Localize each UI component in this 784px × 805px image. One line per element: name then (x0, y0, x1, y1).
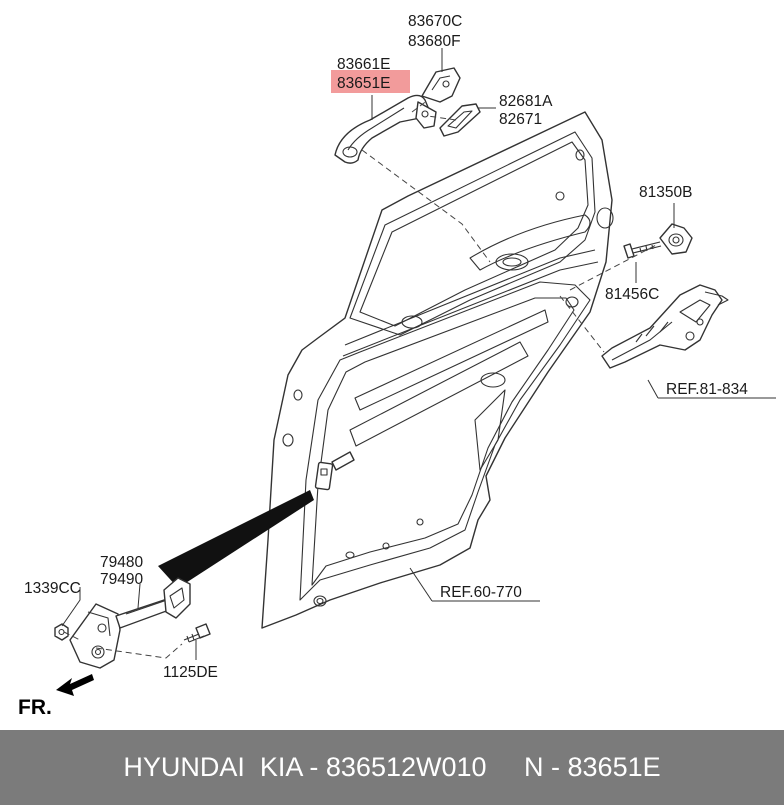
label-83661E: 83661E (337, 56, 390, 73)
rear-door-panel (261, 111, 614, 629)
striker-81350B (659, 223, 693, 255)
door-latch-assembly (601, 284, 729, 369)
assembly-dashed-lines (63, 99, 659, 659)
outside-handle-83651E (334, 94, 437, 164)
highlight-box-83651E (331, 70, 410, 93)
leader-lines (61, 48, 776, 660)
exploded-parts-diagram: 83670C 83680F 83661E 83651E 82681A 82671… (18, 13, 776, 719)
label-81456C: 81456C (605, 286, 659, 303)
handle-cap-83670C (421, 67, 461, 103)
handle-gasket-82681A (439, 103, 481, 137)
check-link-pointer-band (158, 490, 314, 588)
label-83670C: 83670C (408, 13, 462, 30)
bolt-1125DE (183, 623, 211, 643)
front-label: FR. (18, 696, 52, 719)
label-83680F: 83680F (408, 33, 461, 50)
label-82671: 82671 (499, 111, 542, 128)
label-81350B: 81350B (639, 184, 692, 201)
front-direction-indicator: FR. (18, 674, 94, 719)
ref-60-770[interactable]: REF.60-770 (440, 584, 522, 601)
label-82681A: 82681A (499, 93, 553, 110)
nut-1339CC (54, 623, 69, 641)
ref-81-834[interactable]: REF.81-834 (666, 381, 748, 398)
label-83651E: 83651E (337, 75, 390, 92)
label-79490: 79490 (100, 571, 143, 588)
door-checker-79480 (69, 577, 191, 669)
label-79480: 79480 (100, 554, 143, 571)
part-number-footer: HYUNDAI KIA - 836512W010 N - 83651E (0, 730, 784, 805)
front-arrow-icon (56, 674, 94, 696)
label-1125DE: 1125DE (163, 664, 218, 681)
label-1339CC: 1339CC (24, 580, 81, 597)
screw-81456C (623, 241, 662, 259)
footer-text: HYUNDAI KIA - 836512W010 N - 83651E (123, 752, 661, 782)
